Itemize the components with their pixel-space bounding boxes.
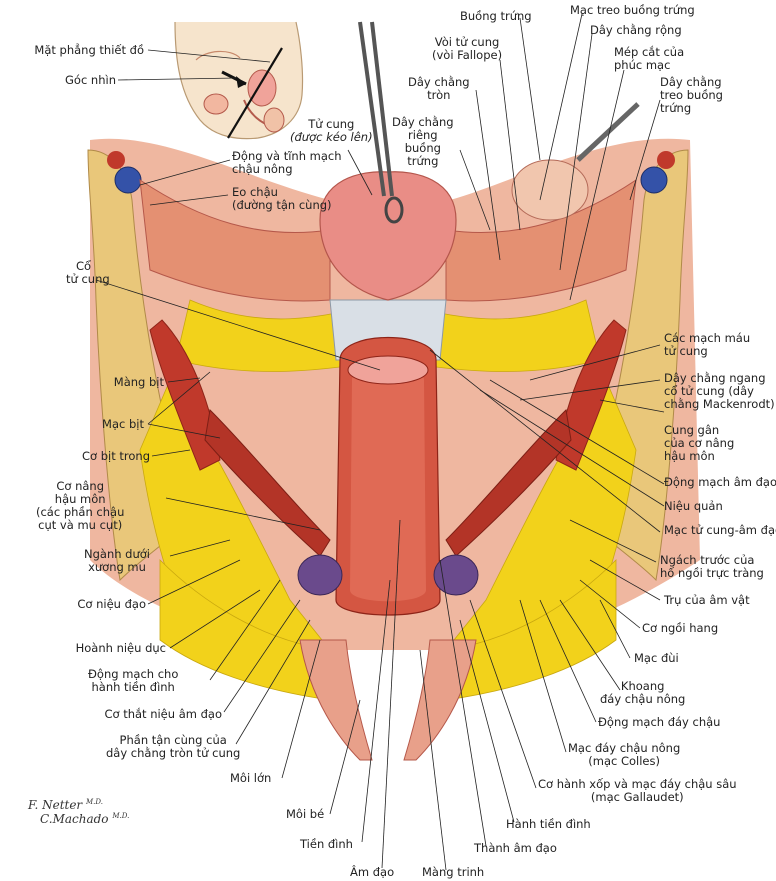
label-day-chang-rong: Dây chằng rộng [590, 23, 682, 37]
label-hoanh-nieu-duc: Hoành niệu dục [75, 641, 166, 655]
label-co-hanh-xop: Cơ hành xốp và mạc đáy chậu sâu(mạc Gall… [538, 777, 737, 804]
label-tu-cung: Tử cung(được kéo lên) [290, 117, 373, 144]
label-co-nieu-dao: Cơ niệu đạo [77, 597, 146, 611]
label-eo-chau: Eo chậu(đường tận cùng) [232, 185, 332, 212]
label-dong-mach-am-dao: Động mạch âm đạo [664, 475, 776, 489]
label-mat-phang: Mặt phẳng thiết đồ [34, 43, 144, 57]
leader-lines [95, 13, 665, 871]
label-thanh-am-dao: Thành âm đạo [474, 841, 557, 855]
signature-netter-suffix: M.D. [86, 798, 103, 806]
label-mang-trinh: Màng trinh [422, 865, 485, 879]
signature-netter: F. Netter [28, 798, 83, 812]
label-mac-bit: Mạc bịt [102, 417, 144, 431]
signature-machado: C.Machado [40, 812, 109, 826]
label-moi-be: Môi bé [286, 807, 325, 821]
label-nieu-quan: Niệu quản [664, 499, 723, 513]
inset-pelvis [174, 21, 304, 140]
label-buong-trung: Buồng trứng [460, 9, 532, 23]
label-mac-tu-cung: Mạc tử cung-âm đạo [664, 523, 776, 537]
label-tru-am-vat: Trụ của âm vật [664, 593, 750, 607]
label-mac-day-nong: Mạc đáy chậu nông(mạc Colles) [568, 741, 681, 768]
label-mang-bit: Màng bịt [113, 375, 164, 389]
label-co-that: Cơ thắt niệu âm đạo [104, 707, 222, 721]
label-mac-treo-buong-trung: Mạc treo buồng trứng [570, 3, 695, 17]
signature-machado-suffix: M.D. [112, 812, 130, 820]
label-tien-dinh: Tiền đình [300, 837, 353, 851]
label-co-ngoi-hang: Cơ ngồi hang [642, 621, 719, 635]
label-goc-nhin: Góc nhìn [65, 73, 116, 87]
label-hanh-tien-dinh: Hành tiền đình [506, 817, 591, 831]
label-dong-mach-day: Động mạch đáy chậu [598, 715, 721, 729]
label-co-bit-trong: Cơ bịt trong [82, 449, 150, 463]
label-mac-dui: Mạc đùi [634, 651, 679, 665]
signature: F. Netter M.D. C.Machado M.D. [28, 798, 129, 826]
label-voi-tu-cung: Vòi tử cung(vòi Fallope) [432, 35, 503, 62]
label-am-dao: Âm đạo [350, 865, 395, 879]
label-moi-lon: Môi lớn [230, 771, 272, 785]
